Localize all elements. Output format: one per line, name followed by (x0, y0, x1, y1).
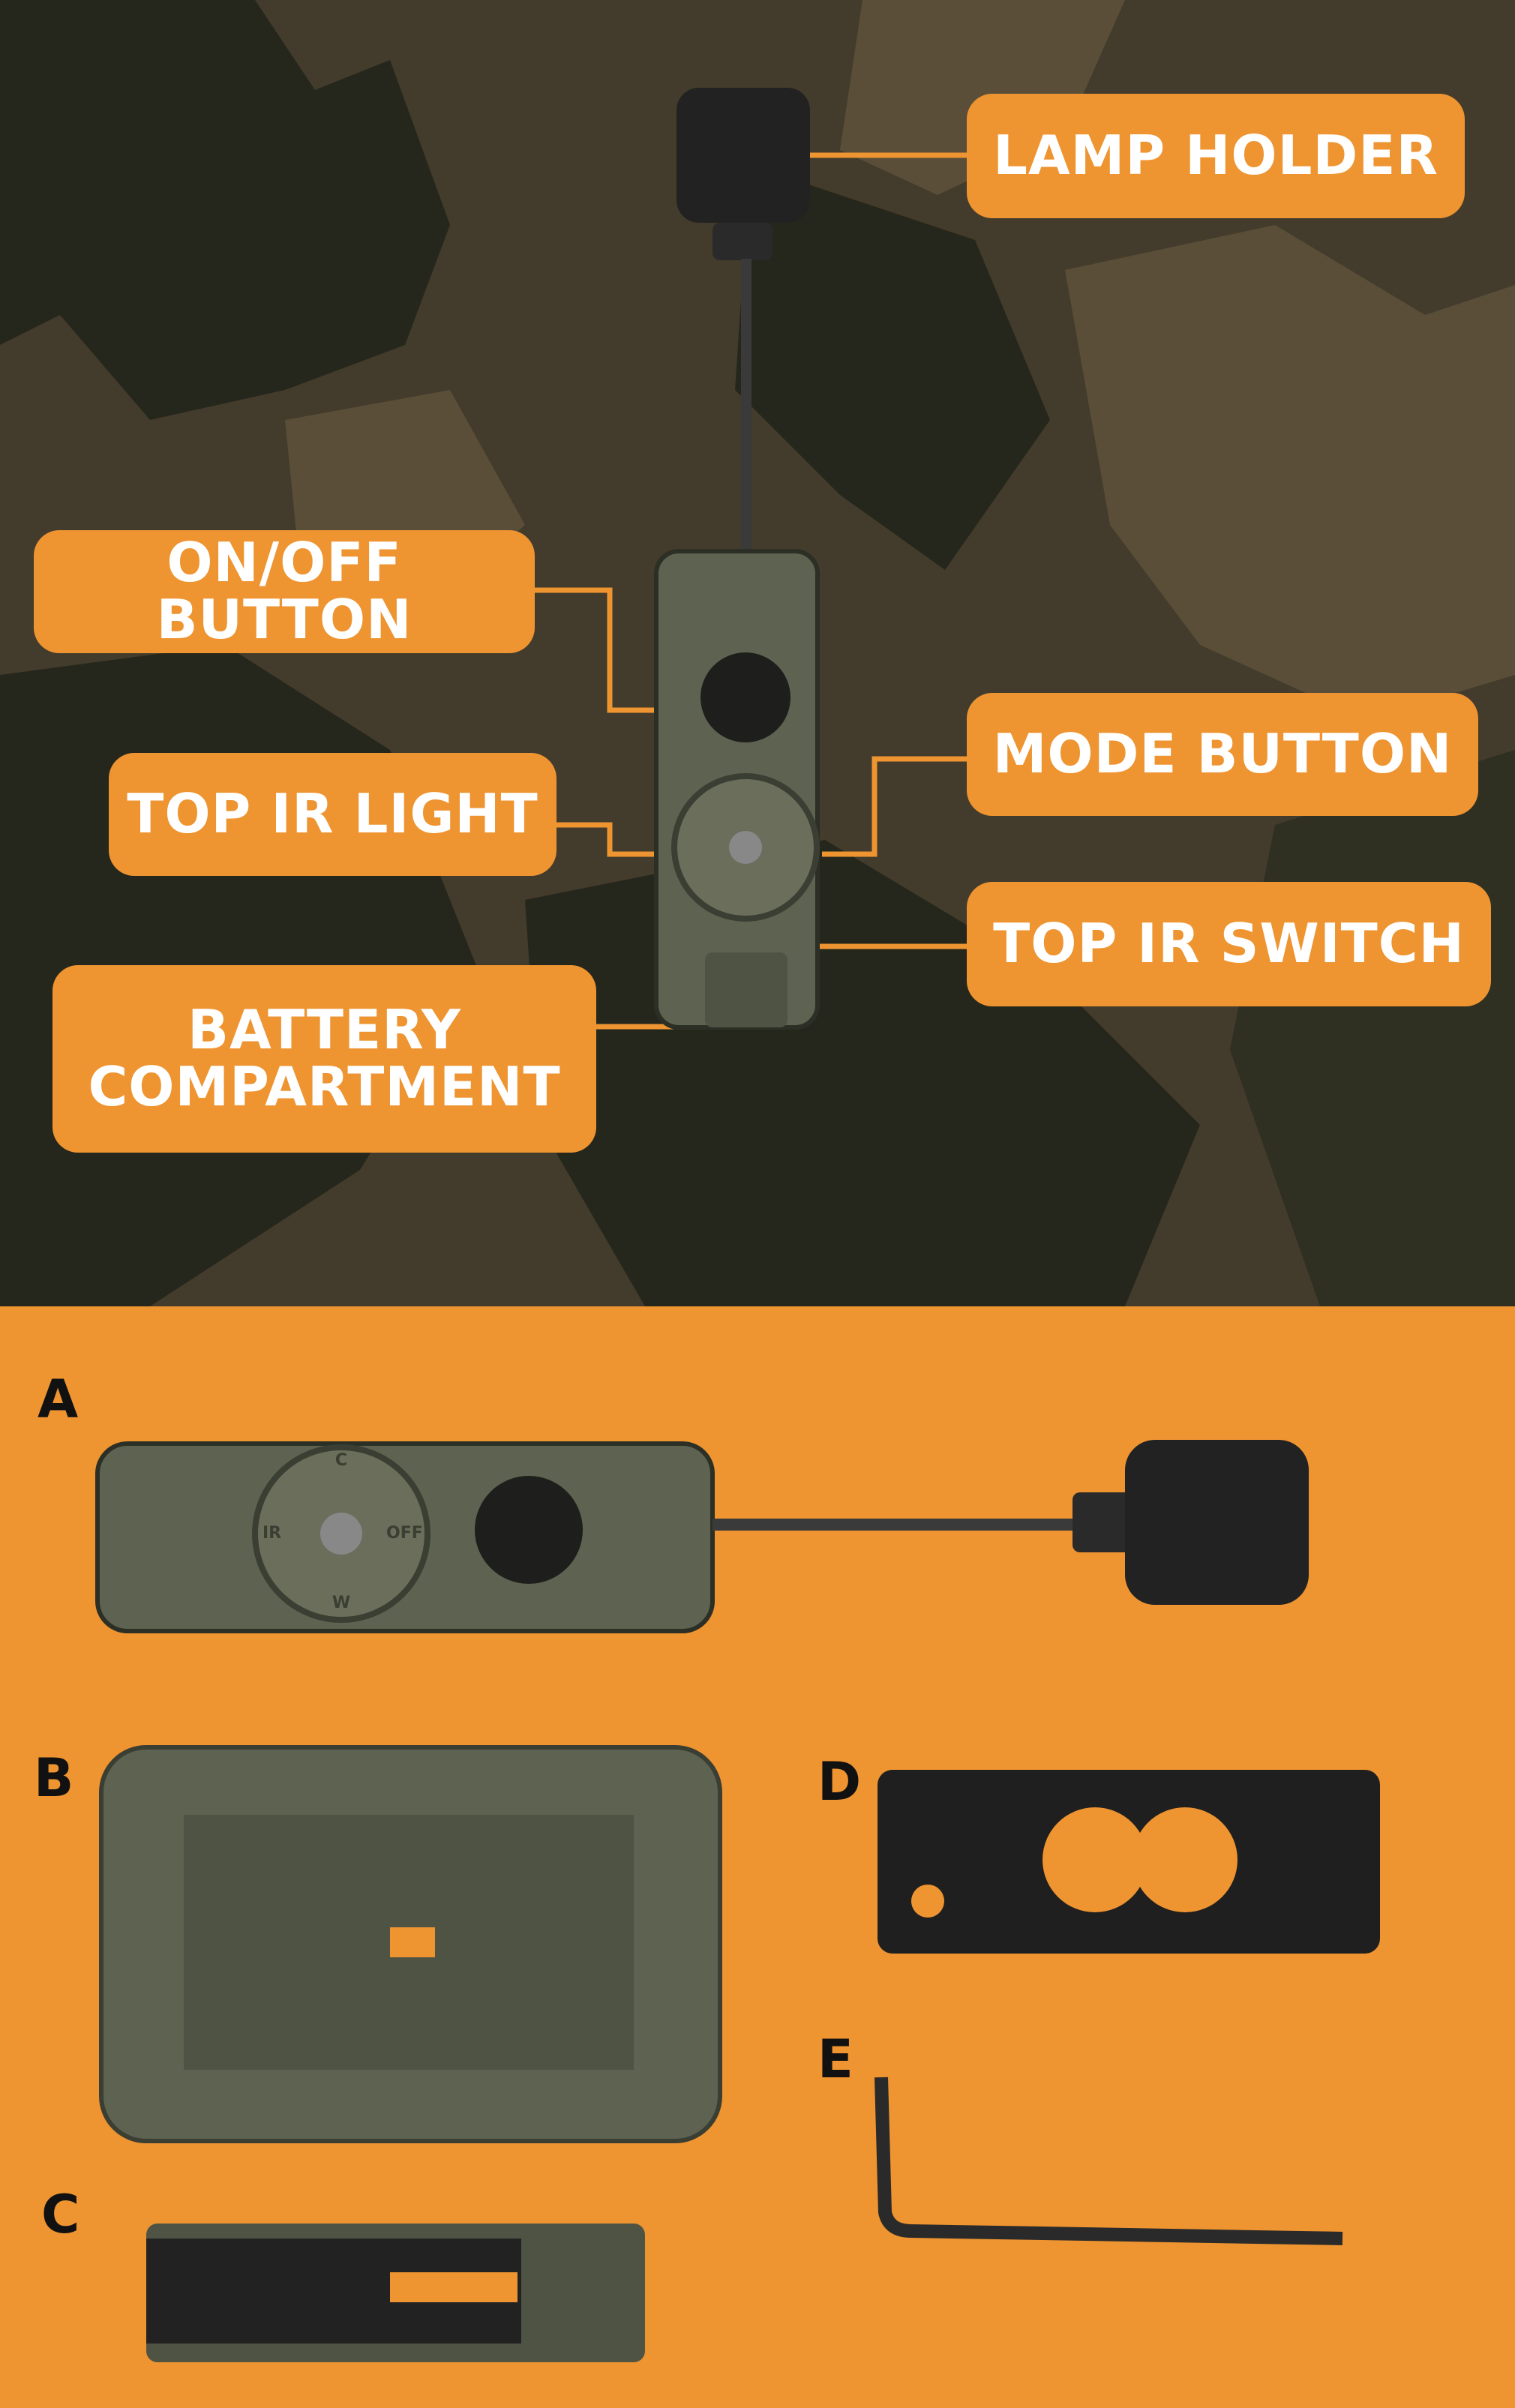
part-a-headlamp (95, 1440, 1309, 1633)
callout-battery-compartment: BATTERY COMPARTMENT (52, 965, 596, 1153)
part-d-bracket (878, 1770, 1380, 1954)
dial-mark-c: C (334, 1451, 348, 1470)
part-label-a: A (38, 1369, 79, 1430)
callout-on-off-button: ON/OFF BUTTON (34, 530, 535, 653)
part-b-mount-plate (99, 1745, 722, 2143)
dial-mark-ir: IR (262, 1524, 282, 1543)
headlamp-vertical (654, 88, 820, 1030)
callout-top-ir-light: TOP IR LIGHT (109, 753, 556, 876)
dial-mark-w: W (332, 1594, 351, 1612)
part-c-clip (146, 2224, 645, 2362)
part-e-hex-key (874, 2077, 1343, 2245)
part-label-b: B (34, 1747, 74, 1809)
part-label-d: D (818, 1751, 862, 1813)
dial-mark-off: OFF (386, 1524, 423, 1543)
part-label-c: C (41, 2184, 80, 2245)
part-label-e: E (818, 2029, 854, 2090)
callout-top-ir-switch: TOP IR SWITCH (967, 882, 1491, 1006)
callout-lamp-holder: LAMP HOLDER (967, 94, 1465, 218)
callout-mode-button: MODE BUTTON (967, 693, 1478, 816)
